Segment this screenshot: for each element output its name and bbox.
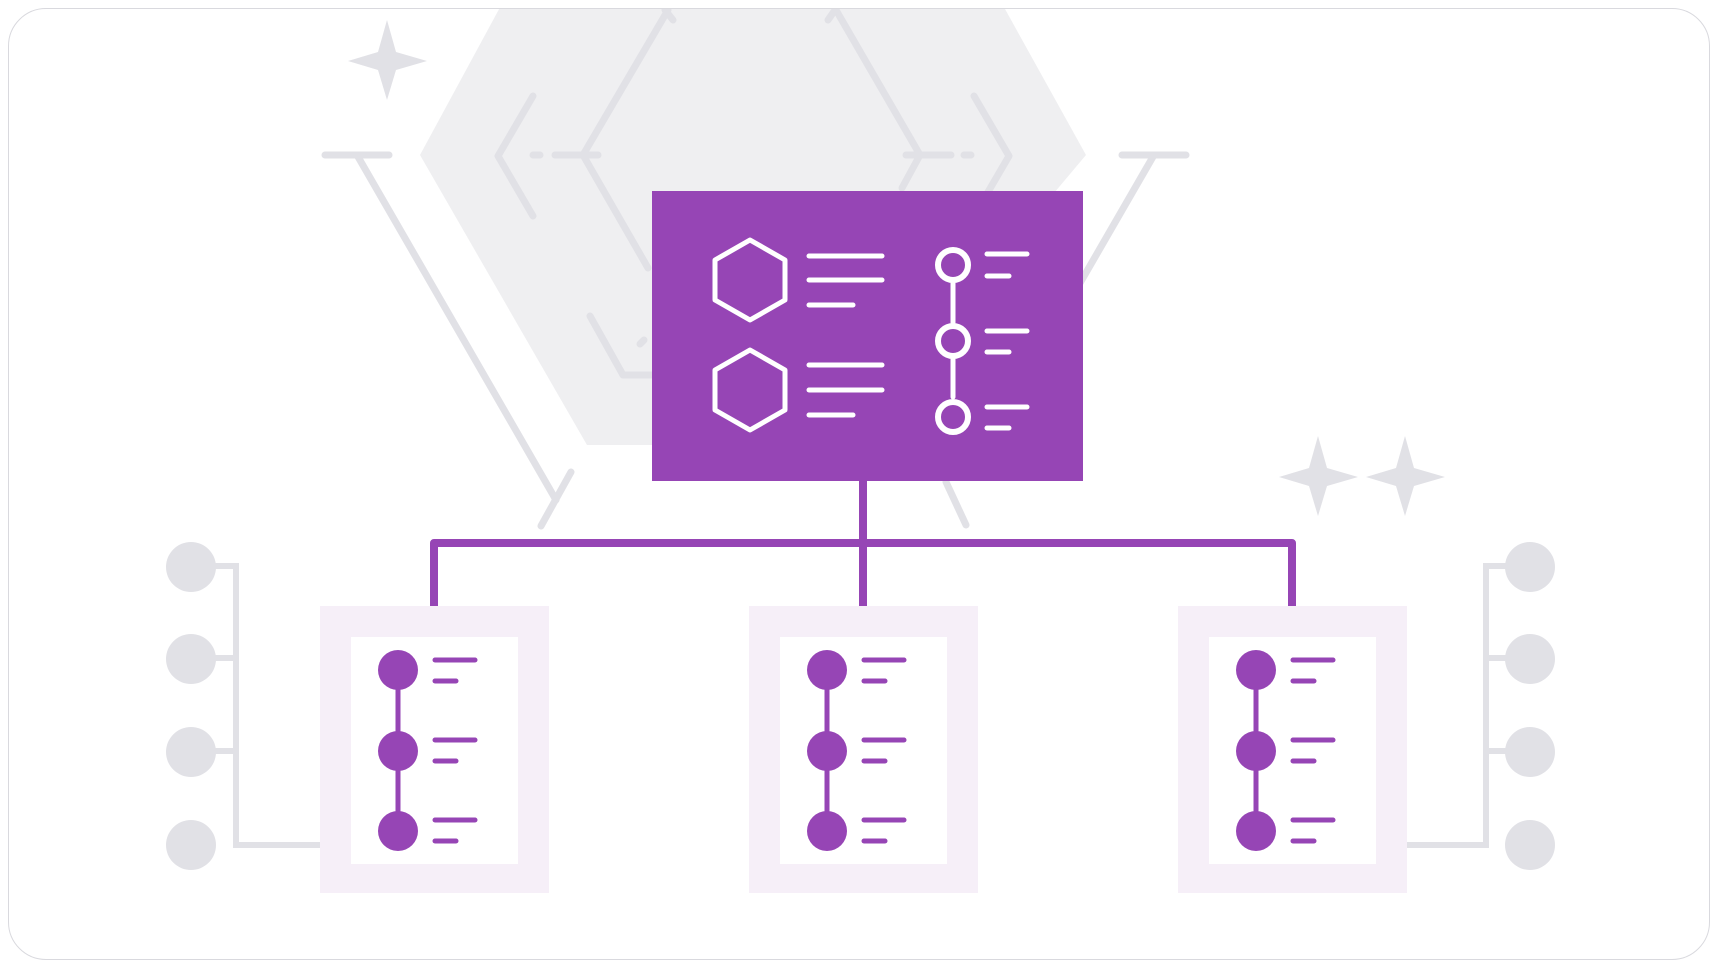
side-node <box>166 820 216 870</box>
left-side-nodes <box>166 542 322 870</box>
side-node <box>166 727 216 777</box>
side-node <box>1505 634 1555 684</box>
sparkle-icon <box>1366 436 1445 516</box>
timeline-icon <box>1236 650 1276 851</box>
root-card <box>652 191 1083 481</box>
timeline-icon <box>935 247 971 435</box>
side-node <box>166 542 216 592</box>
side-node <box>1505 542 1555 592</box>
right-side-nodes <box>1405 542 1555 870</box>
hierarchy-connectors <box>430 475 1296 610</box>
side-node <box>1505 820 1555 870</box>
child-card-2 <box>749 606 978 893</box>
side-node <box>1505 727 1555 777</box>
child-card-1 <box>320 606 549 893</box>
timeline-icon <box>807 650 847 851</box>
hexagon-icon <box>712 347 788 433</box>
side-node <box>166 634 216 684</box>
timeline-icon <box>378 650 418 851</box>
hexagon-icon <box>712 237 788 323</box>
sparkle-icon <box>348 20 427 100</box>
sparkle-icon <box>1279 436 1358 516</box>
child-card-3 <box>1178 606 1407 893</box>
background-chevrons <box>321 9 1190 530</box>
